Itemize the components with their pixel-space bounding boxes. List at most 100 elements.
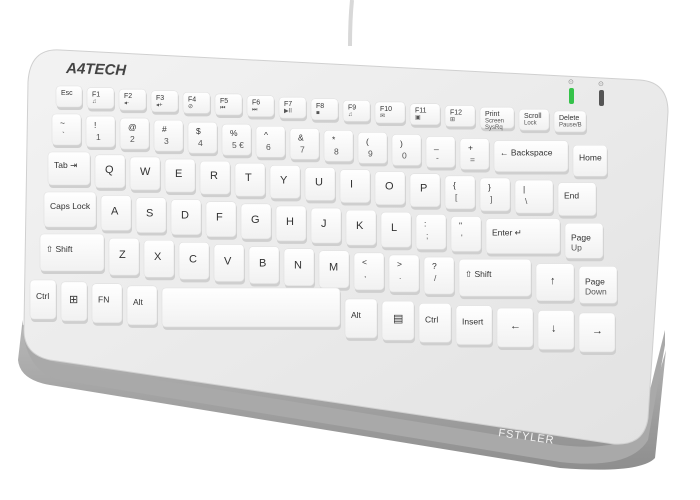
key-label: I — [350, 179, 353, 191]
key-symbol[interactable]: @2 — [119, 117, 150, 153]
key-f2[interactable]: F2◂- — [118, 88, 147, 114]
key-enter[interactable]: Enter ↵ — [485, 218, 561, 257]
key-sublabel: ✉ — [380, 113, 385, 119]
key-space[interactable] — [161, 287, 341, 330]
key-h[interactable]: H — [275, 205, 307, 244]
svg-text:⊙: ⊙ — [568, 79, 574, 86]
key-insert[interactable]: Insert — [455, 305, 493, 348]
key-t[interactable]: T — [234, 162, 266, 200]
key-right-arrow[interactable]: → — [578, 312, 616, 355]
key-s[interactable]: S — [135, 197, 167, 236]
key-m[interactable]: M — [318, 250, 350, 291]
key-menu[interactable]: ▤ — [381, 300, 415, 344]
key-symbol[interactable]: (9 — [357, 132, 388, 167]
key-x[interactable]: X — [143, 239, 175, 281]
key-f11[interactable]: F11▣ — [409, 103, 441, 128]
key-g[interactable]: G — [240, 203, 272, 242]
key-windows[interactable]: ⊞ — [60, 281, 88, 324]
key-f4[interactable]: F4⊘ — [182, 92, 211, 117]
key-u[interactable]: U — [304, 167, 336, 204]
key-end[interactable]: End — [557, 182, 597, 219]
key-symbol[interactable]: :; — [415, 214, 447, 253]
key-f8[interactable]: F8■ — [310, 98, 339, 123]
key-left-arrow[interactable]: ← — [496, 307, 534, 351]
key-f12[interactable]: F12⊞ — [444, 105, 476, 130]
keycap — [409, 173, 441, 208]
key-symbol[interactable]: #3 — [153, 119, 184, 155]
key-e[interactable]: E — [164, 158, 196, 196]
key-symbol[interactable]: )0 — [391, 134, 422, 169]
key-symbol[interactable]: <, — [353, 252, 385, 293]
key-label: D — [181, 210, 189, 222]
key-o[interactable]: O — [374, 171, 406, 208]
key-a[interactable]: A — [100, 195, 132, 234]
keycap — [310, 207, 342, 244]
key-caps-lock[interactable]: Caps Lock — [43, 191, 97, 230]
key-l[interactable]: L — [380, 211, 412, 251]
key-symbol[interactable]: >. — [388, 254, 420, 295]
key-f5[interactable]: F5⏮ — [214, 93, 243, 118]
key-symbol[interactable]: *8 — [323, 130, 354, 165]
key-r[interactable]: R — [199, 160, 231, 198]
key-label: ⇧ Shift — [465, 269, 492, 279]
key-ctrl[interactable]: Ctrl — [29, 279, 57, 322]
key-f[interactable]: F — [205, 201, 237, 240]
key-symbol[interactable]: += — [459, 138, 490, 173]
key-n[interactable]: N — [283, 248, 315, 289]
key-label: Caps Lock — [50, 201, 91, 211]
key-symbol[interactable]: %5 € — [221, 123, 252, 159]
key-symbol[interactable]: $4 — [187, 121, 218, 157]
key-ctrl[interactable]: Ctrl — [418, 303, 452, 346]
key-d[interactable]: D — [170, 199, 202, 238]
key-q[interactable]: Q — [94, 154, 126, 191]
key-b[interactable]: B — [248, 246, 280, 287]
key-symbol[interactable]: {[ — [444, 175, 476, 212]
key-tab[interactable]: Tab ⇥ — [47, 151, 91, 188]
key-symbol[interactable]: "' — [450, 216, 482, 255]
key-shift[interactable]: ⇧ Shift — [458, 258, 532, 300]
key-k[interactable]: K — [345, 209, 377, 249]
keycap — [455, 305, 493, 345]
keycap — [60, 281, 88, 322]
key-w[interactable]: W — [129, 156, 161, 193]
key-z[interactable]: Z — [108, 237, 140, 279]
key-i[interactable]: I — [339, 169, 371, 206]
key-symbol[interactable]: ~` — [51, 113, 82, 148]
key-fn[interactable]: FN — [91, 283, 123, 326]
key-f3[interactable]: F3◂+ — [150, 90, 179, 115]
key-symbol[interactable]: ?/ — [423, 256, 455, 298]
key-backspace[interactable]: ← Backspace — [493, 140, 569, 175]
key-f1[interactable]: F1♫ — [86, 87, 115, 112]
key-shift[interactable]: ⇧ Shift — [39, 233, 105, 274]
key-f7[interactable]: F7▶II — [278, 96, 307, 122]
key-label: ( — [366, 136, 369, 146]
key-esc[interactable]: Esc — [55, 85, 83, 110]
key-down-arrow[interactable]: ↓ — [537, 310, 575, 353]
key-f10[interactable]: F10✉ — [374, 101, 406, 126]
key-j[interactable]: J — [310, 207, 342, 247]
key-p[interactable]: P — [409, 173, 441, 210]
keycap — [374, 101, 406, 124]
key-alt[interactable]: Alt — [126, 285, 158, 328]
key-symbol[interactable]: !1 — [85, 115, 116, 151]
key-symbol[interactable]: ^6 — [255, 125, 286, 161]
key-symbol[interactable]: |\ — [514, 179, 554, 217]
key-f9[interactable]: F9♫ — [342, 100, 371, 125]
key-sublabel: . — [399, 271, 401, 281]
key-symbol[interactable]: }] — [479, 177, 511, 214]
key-symbol[interactable]: &7 — [289, 127, 320, 163]
key-up-arrow[interactable]: ↑ — [535, 263, 575, 304]
keycap — [485, 218, 561, 254]
key-c[interactable]: C — [178, 242, 210, 283]
key-symbol[interactable]: _- — [425, 136, 456, 171]
key-v[interactable]: V — [213, 244, 245, 285]
key-f6[interactable]: F6⏭ — [246, 95, 275, 120]
key-y[interactable]: Y — [269, 165, 301, 202]
key-home[interactable]: Home — [572, 144, 608, 180]
key-alt[interactable]: Alt — [344, 298, 378, 341]
